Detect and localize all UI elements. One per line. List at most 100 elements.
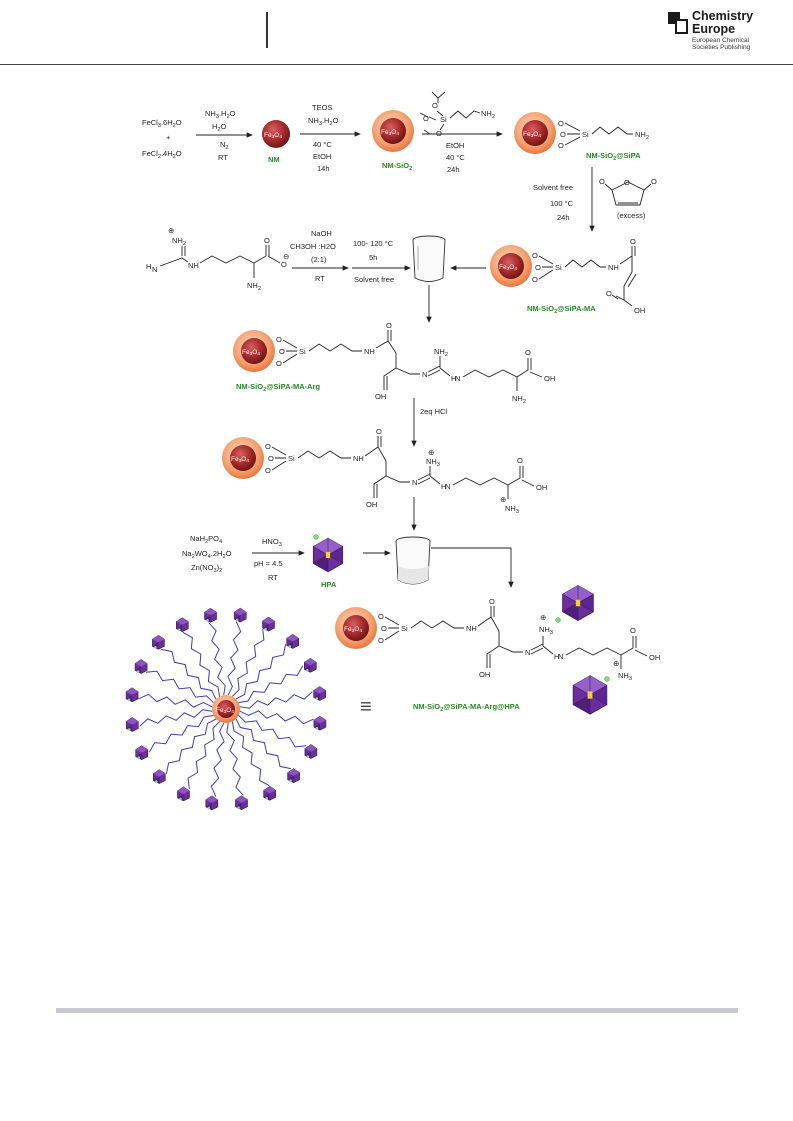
- svg-text:NH3: NH3: [618, 671, 632, 682]
- svg-text:O: O: [381, 624, 387, 633]
- hpa-cluster-mini: [204, 607, 217, 623]
- svg-text:OH: OH: [544, 374, 555, 383]
- svg-text:100- 120 °C: 100- 120 °C: [353, 239, 394, 248]
- svg-text:24h: 24h: [557, 213, 570, 222]
- logo-line4: Societies Publishing: [692, 44, 751, 51]
- svg-text:Fe3O4: Fe3O4: [499, 264, 517, 272]
- svg-text:5h: 5h: [369, 253, 377, 262]
- svg-text:RT: RT: [218, 153, 228, 162]
- maleic-anhydride-structure: O O O (excess): [599, 177, 657, 220]
- step5-reagents: NaOH CH3OH :H2O (2:1) RT: [290, 229, 336, 283]
- svg-text:H: H: [441, 482, 446, 491]
- svg-text:NH2: NH2: [434, 347, 448, 358]
- svg-text:40 °C: 40 °C: [446, 153, 465, 162]
- svg-text:O: O: [378, 636, 384, 645]
- svg-text:Solvent free: Solvent free: [354, 275, 394, 284]
- arrow-to-final: [431, 547, 514, 588]
- svg-text:NH: NH: [188, 261, 199, 270]
- svg-text:OH: OH: [366, 500, 377, 509]
- svg-text:O: O: [489, 597, 495, 606]
- aptes-structure: O Si O O NH2: [419, 91, 495, 138]
- svg-text:O: O: [279, 347, 285, 356]
- polymer-chain: [161, 648, 217, 700]
- chemistry-europe-logo[interactable]: Chemistry Europe European Chemical Socie…: [668, 10, 778, 54]
- svg-text:O: O: [558, 119, 564, 128]
- svg-text:CH3OH :H2O: CH3OH :H2O: [290, 242, 336, 251]
- svg-text:H: H: [146, 262, 151, 271]
- hpa-cluster-mini: [286, 633, 300, 649]
- polymer-chain: [235, 718, 291, 770]
- svg-text:O: O: [599, 177, 605, 186]
- svg-text:O: O: [432, 101, 438, 110]
- svg-text:H: H: [554, 652, 559, 661]
- polymer-chain: [235, 644, 287, 700]
- svg-text:RT: RT: [268, 573, 278, 582]
- svg-text:pH = 4.5: pH = 4.5: [254, 559, 283, 568]
- step6-reagents: 100- 120 °C 5h Solvent free: [353, 239, 394, 284]
- hpa-cluster-mini: [205, 795, 219, 811]
- hpa-cluster-mini: [151, 634, 165, 650]
- svg-text:NH3: NH3: [426, 457, 440, 468]
- svg-text:O: O: [265, 442, 271, 451]
- svg-text:FeCl3.6H2O: FeCl3.6H2O: [142, 118, 182, 129]
- svg-text:NH3: NH3: [505, 504, 519, 515]
- svg-text:⊕: ⊕: [540, 613, 546, 622]
- label-nm: NM: [268, 155, 280, 164]
- label-final: NM-SiO2@SiPA-MA-Arg@HPA: [413, 702, 520, 713]
- hpa-cluster-mini: [287, 768, 301, 784]
- nanoparticle-nm-sio2-sipa-ma: Fe3O4 O O O Si NH O O OH: [490, 237, 645, 315]
- polymer-chain: [145, 670, 214, 704]
- polymer-chain: [148, 714, 214, 753]
- svg-text:O: O: [630, 237, 636, 246]
- svg-text:O: O: [386, 321, 392, 330]
- svg-text:Si: Si: [440, 115, 447, 124]
- svg-text:NH: NH: [466, 624, 477, 633]
- step3-reagents: EtOH 40 °C 24h: [446, 141, 465, 174]
- svg-text:O: O: [560, 130, 566, 139]
- equivalence-sign: ≡: [360, 696, 372, 718]
- label-hpa: HPA: [321, 580, 337, 589]
- hpa-anion-top: [555, 584, 594, 623]
- step2-reagents: TEOS NH3.H2O 40 °C EtOH 14h: [308, 103, 339, 173]
- schematic-core: Fe3O4: [212, 695, 240, 723]
- svg-text:(2:1): (2:1): [311, 255, 327, 264]
- svg-text:O: O: [378, 612, 384, 621]
- svg-text:O: O: [624, 178, 630, 187]
- hpa-cluster-mini: [134, 659, 148, 674]
- svg-text:NH2: NH2: [512, 394, 526, 405]
- hpa-cluster-mini: [303, 657, 317, 673]
- svg-text:O: O: [651, 177, 657, 186]
- polymer-chain: [239, 710, 314, 725]
- svg-text:Fe3O4: Fe3O4: [381, 129, 399, 137]
- polymer-chain: [139, 709, 213, 727]
- svg-text:Si: Si: [555, 263, 562, 272]
- svg-text:O: O: [276, 359, 282, 368]
- polymer-chain: [187, 721, 221, 790]
- svg-text:Si: Si: [299, 347, 306, 356]
- svg-text:O: O: [535, 263, 541, 272]
- svg-text:NH2: NH2: [247, 281, 261, 292]
- svg-text:⊕: ⊕: [500, 495, 506, 504]
- logo-mark-icon: [668, 12, 688, 34]
- logo-line3: European Chemical: [692, 37, 750, 44]
- logo-line1: Chemistry: [692, 9, 754, 23]
- polymer-chain: [227, 621, 242, 696]
- svg-text:⊕: ⊕: [168, 226, 174, 235]
- label-nm-sio2-sipa: NM-SiO2@SiPA: [586, 151, 641, 162]
- step8-reagents: HNO3 pH = 4.5 RT: [254, 537, 283, 582]
- header-divider: [266, 12, 268, 48]
- svg-text:NH3: NH3: [539, 625, 553, 636]
- svg-text:⊕: ⊕: [428, 448, 434, 457]
- svg-text:N: N: [422, 370, 427, 379]
- hpa-cluster-mini: [177, 786, 190, 802]
- svg-text:O: O: [265, 466, 271, 475]
- svg-text:Si: Si: [582, 130, 589, 139]
- nanoparticle-nm: Fe3O4: [262, 120, 290, 148]
- svg-text:H: H: [451, 374, 456, 383]
- polymer-chain: [165, 718, 217, 774]
- svg-text:O: O: [276, 335, 282, 344]
- svg-text:O: O: [376, 427, 382, 436]
- svg-text:Si: Si: [288, 454, 295, 463]
- svg-text:N: N: [525, 648, 530, 657]
